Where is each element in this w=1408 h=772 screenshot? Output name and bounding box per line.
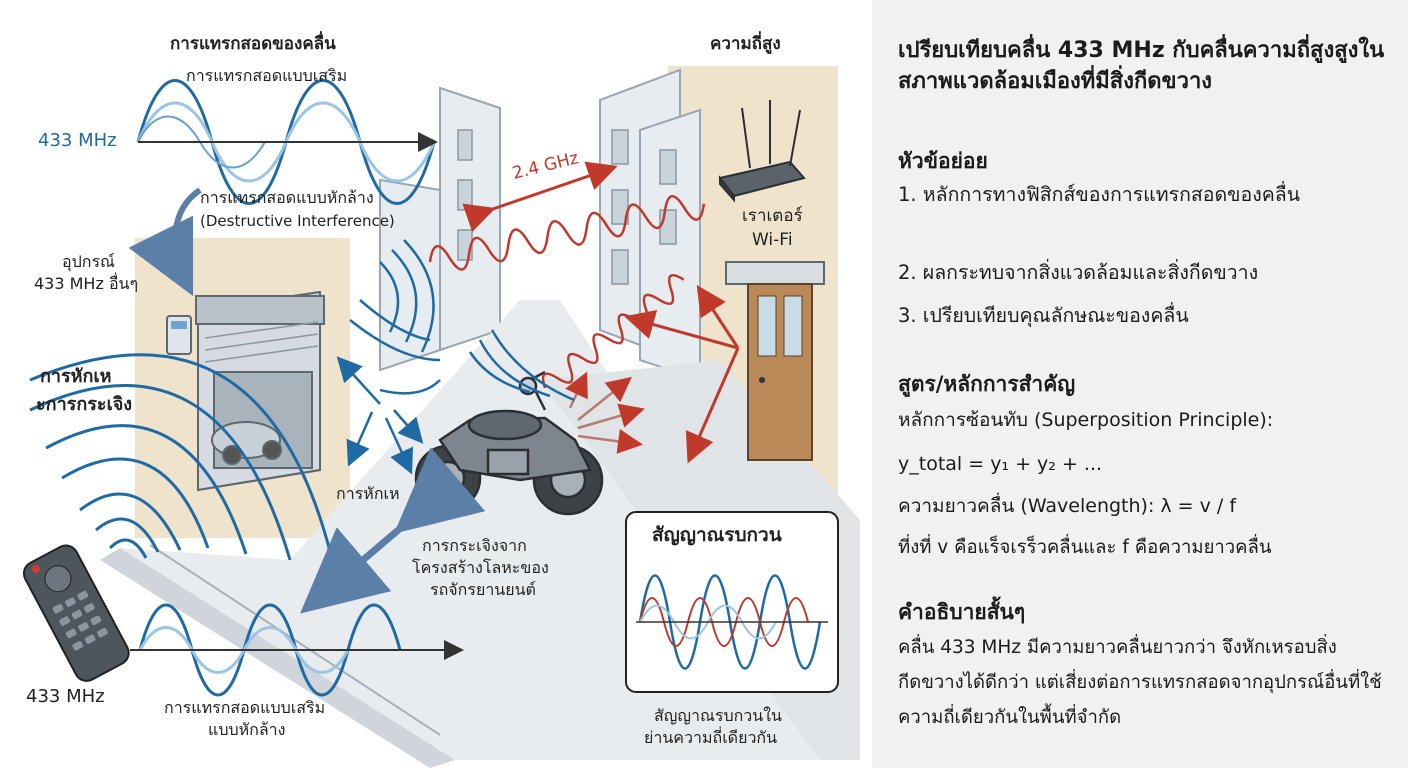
wifi-router xyxy=(718,100,806,203)
formula-line: หลักการซ้อนทับ (Superposition Principle)… xyxy=(898,409,1274,431)
other-devices-label-1: อุปกรณ์ xyxy=(62,252,115,271)
interference-title: การแทรกสอดของคลื่น xyxy=(170,34,336,54)
subtopics-heading: หัวข้อย่อย xyxy=(898,149,988,173)
info-panel: เปรียบเทียบคลื่น 433 MHz กับคลื่นความถี่… xyxy=(872,0,1408,768)
remote-freq-label: 433 MHz xyxy=(26,686,105,707)
interference-wave xyxy=(136,79,438,205)
summary-heading: คำอธิบายสั้นๆ xyxy=(898,600,1026,624)
red-wave-top xyxy=(428,195,706,271)
high-freq-label: ความถี่สูง xyxy=(710,34,781,54)
double-arrow xyxy=(300,447,486,614)
formula-line: ความยาวคลื่น (Wavelength): λ = v / f xyxy=(898,495,1237,517)
scatter-label-2: โครงสร้างโลหะของ xyxy=(412,558,549,577)
noise-caption-1: สัญญาณรบกวนใน xyxy=(654,706,782,725)
ghz-arrow xyxy=(462,161,618,232)
constructive-label: การแทรกสอดแบบเสริม xyxy=(186,66,348,85)
noise-title: สัญญาณรบกวน xyxy=(652,524,782,546)
curved-arrow xyxy=(128,187,202,297)
bottom-wave xyxy=(130,603,464,697)
summary-text: คลื่น 433 MHz มีความยาวคลื่นยาวกว่า จึงห… xyxy=(898,637,1382,729)
diffraction-scatter-label-2: ะการกระเจิง xyxy=(36,394,133,415)
other-devices-label-2: 433 MHz อื่นๆ xyxy=(34,274,139,293)
scatter-label-3: รถจักรยานยนต์ xyxy=(430,580,536,599)
illustration: การแทรกสอดของคลื่น การแทรกสอดแบบเสริม 43… xyxy=(22,34,860,768)
blue-arcs xyxy=(349,239,575,402)
subtopic-item: 1. หลักการทางฟิสิกส์ของการแทรกสอดของคลื่… xyxy=(898,183,1301,206)
destructive-label-en: (Destructive Interference) xyxy=(200,212,395,230)
freq-433-label: 433 MHz xyxy=(38,130,117,151)
subtopic-item: 3. เปรียบเทียบคุณลักษณะของคลื่น xyxy=(898,304,1189,327)
bottom-wave-label-2: แบบหักล้าง xyxy=(208,720,286,739)
door xyxy=(725,261,825,461)
panel-title: เปรียบเทียบคลื่น 433 MHz กับคลื่นความถี่… xyxy=(898,38,1385,94)
noise-caption-2: ย่านความถี่เดียวกัน xyxy=(644,728,778,747)
subtopic-item: 2. ผลกระทบจากสิ่งแวดล้อมและสิ่งกีดขวาง xyxy=(898,261,1259,284)
remote-arcs xyxy=(29,353,338,577)
formulas-heading: สูตร/หลักการสำคัญ xyxy=(898,372,1076,396)
destructive-label-th: การแทรกสอดแบบหักล้าง xyxy=(200,188,374,207)
remote-control xyxy=(22,544,130,682)
garage xyxy=(195,290,325,492)
formula-line: y_total = y₁ + y₂ + ... xyxy=(898,453,1103,475)
router-label-2: Wi-Fi xyxy=(752,230,793,250)
noise-box xyxy=(625,511,839,693)
scatter-label-1: การกระเจิงจาก xyxy=(422,536,527,555)
diffraction-scatter-label-1: การหักเห xyxy=(40,366,112,387)
scatter-arrows xyxy=(565,371,645,454)
wall-keypad xyxy=(166,315,192,355)
formula-line: ที่งที่ v คือแร็จเรร็วคลื่นและ f คือความ… xyxy=(898,537,1272,558)
red-reflections xyxy=(624,284,740,464)
diffraction-label: การหักเห xyxy=(336,484,400,503)
bottom-wave-label-1: การแทรกสอดแบบเสริม xyxy=(164,698,326,717)
router-label-1: เราเตอร์ xyxy=(742,206,803,226)
street-scene xyxy=(22,66,860,768)
